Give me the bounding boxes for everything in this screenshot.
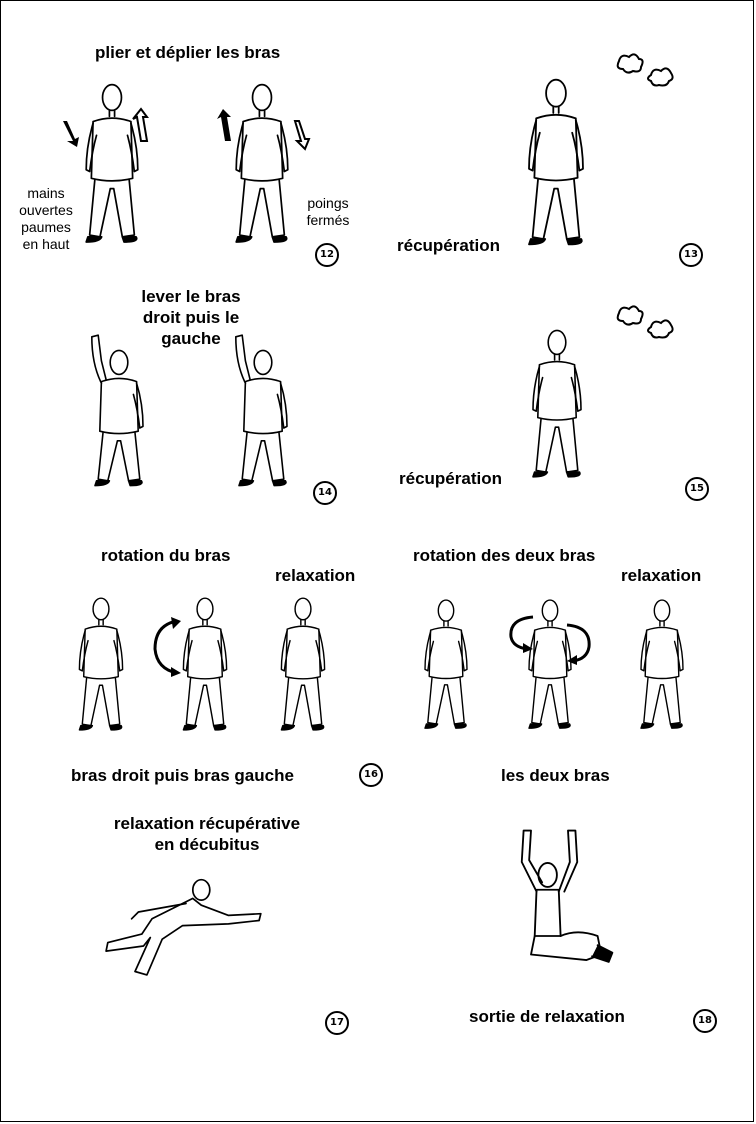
exercise-number-15: 15 xyxy=(685,477,709,501)
figure-raise-arm-right xyxy=(79,323,159,501)
panel-16b-relax-label: relaxation xyxy=(621,566,702,585)
thought-cloud-icon xyxy=(616,305,674,339)
panel-16b-title: rotation des deux bras xyxy=(413,546,596,565)
panel-16-caption: bras droit puis bras gauche xyxy=(71,766,294,785)
rotation-arrow-icon xyxy=(153,617,181,677)
arrow-up-icon xyxy=(132,107,149,142)
exercise-number-14: 14 xyxy=(313,481,337,505)
panel-14-title: lever le bras droit puis le gauche xyxy=(141,287,241,348)
panel-13-caption: récupération xyxy=(397,236,500,255)
figure-recovery-2 xyxy=(517,317,597,499)
panel-16b-caption: les deux bras xyxy=(501,766,610,785)
figure-both-arms-relax xyxy=(627,587,697,749)
panel-12-right-note: poings fermés xyxy=(306,195,350,228)
figure-both-arms-2 xyxy=(515,587,585,749)
exercise-number-16: 16 xyxy=(359,763,383,787)
panel-18-caption: sortie de relaxation xyxy=(469,1007,625,1026)
figure-arm-rotation-1 xyxy=(65,585,137,751)
figure-recovery-1 xyxy=(511,69,601,265)
figure-lying-relaxation xyxy=(101,857,271,1001)
arrow-down-open-icon xyxy=(293,120,311,151)
figure-raise-arm-left xyxy=(223,323,303,501)
figure-both-arms-1 xyxy=(411,587,481,749)
thought-cloud-icon xyxy=(616,53,674,87)
rotation-arrow-right-icon xyxy=(566,623,591,665)
panel-16-relax-label: relaxation xyxy=(275,566,356,585)
figure-arm-relax xyxy=(267,585,339,751)
panel-15-caption: récupération xyxy=(399,469,502,488)
figure-exit-relaxation xyxy=(509,825,627,973)
exercise-number-12: 12 xyxy=(315,243,339,267)
panel-17-title: relaxation récupérative en décubitus xyxy=(113,814,301,854)
panel-12-title: plier et déplier les bras xyxy=(95,43,281,62)
exercise-number-18: 18 xyxy=(693,1009,717,1033)
exercise-number-17: 17 xyxy=(325,1011,349,1035)
figure-arms-bend-1 xyxy=(69,73,155,263)
panel-12-left-note: mains ouvertes paumes en haut xyxy=(19,185,73,252)
panel-16-title: rotation du bras xyxy=(101,546,231,565)
exercise-number-13: 13 xyxy=(679,243,703,267)
arrow-down-icon xyxy=(63,121,79,147)
rotation-arrow-left-icon xyxy=(509,615,534,653)
arrow-up-bold-icon xyxy=(217,109,231,141)
figure-arms-bend-2 xyxy=(219,73,305,263)
